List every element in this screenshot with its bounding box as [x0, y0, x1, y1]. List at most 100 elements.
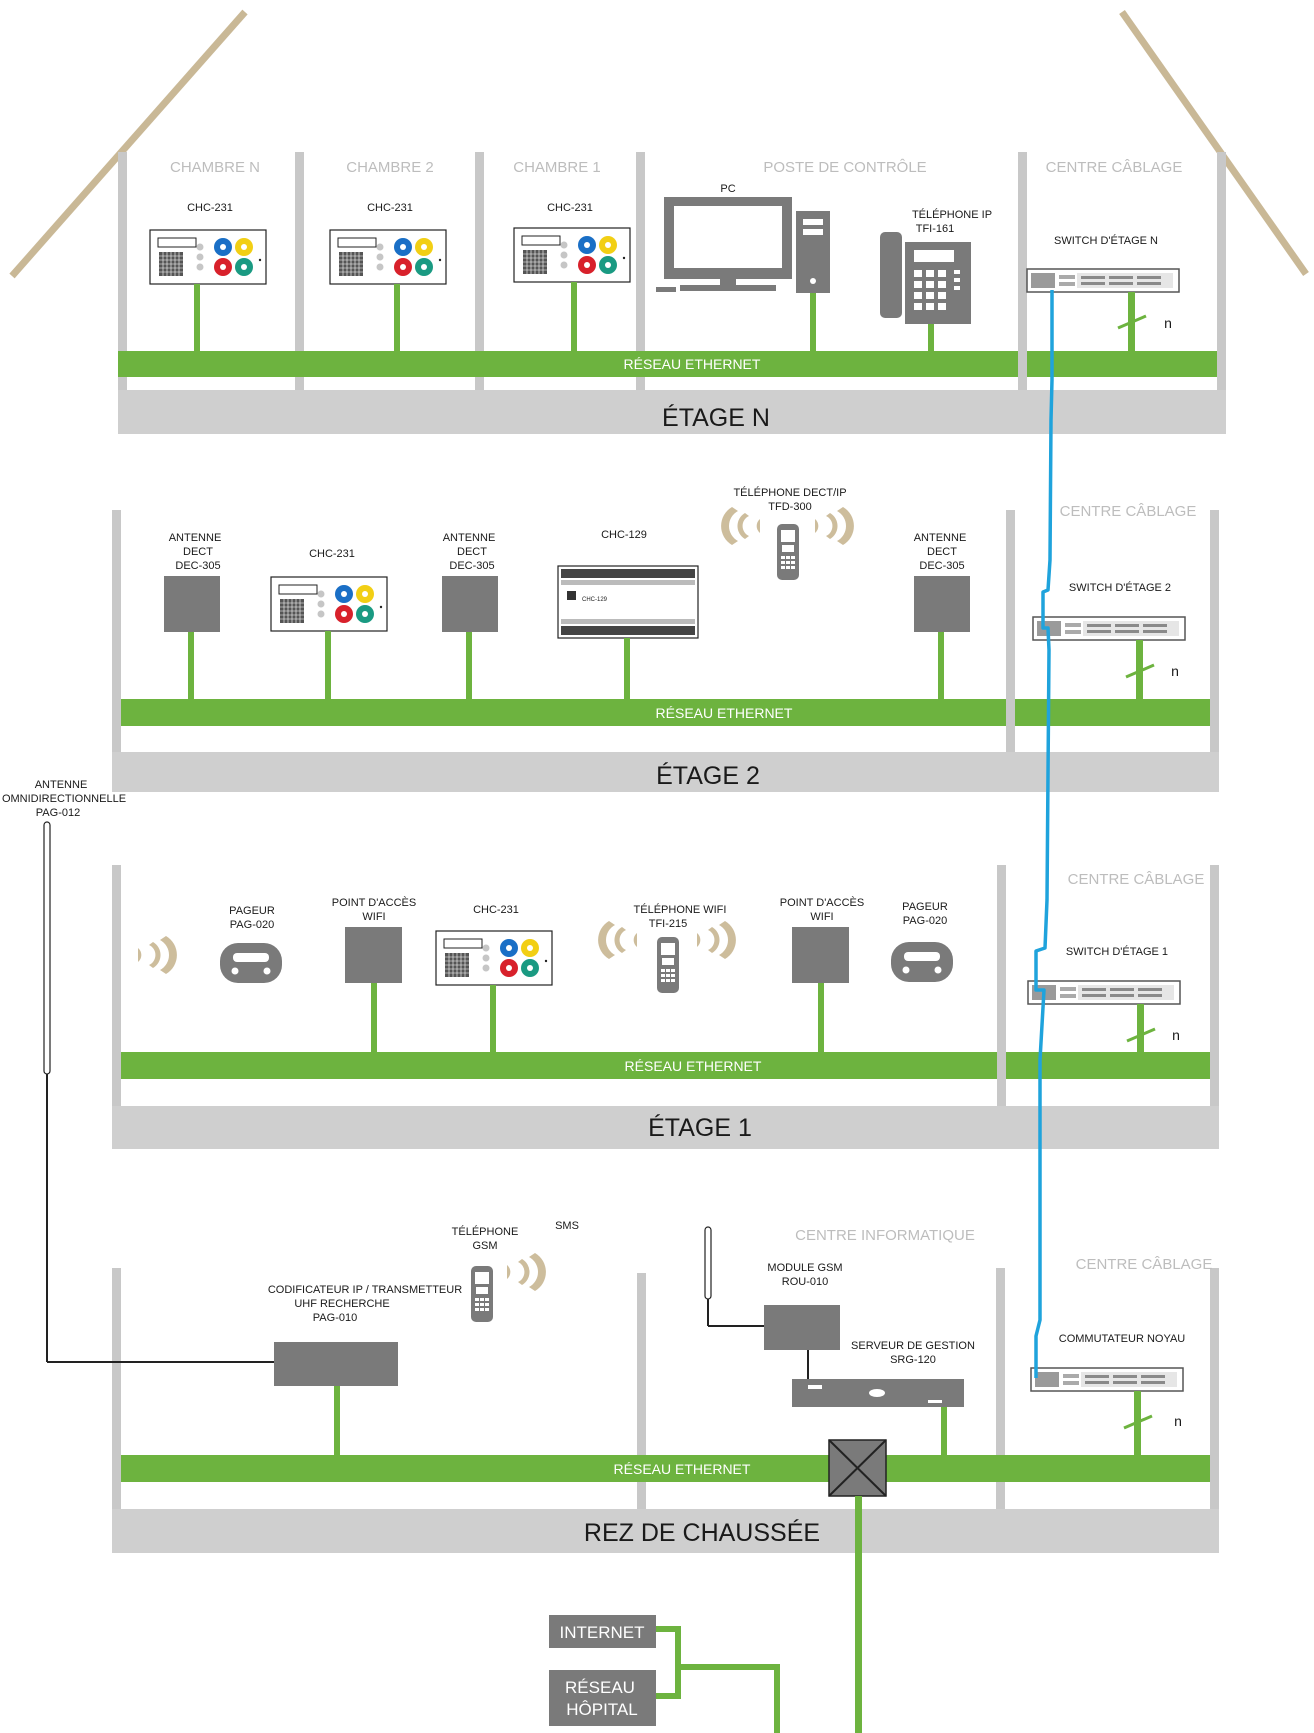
room-label-centre-cablage-2: CENTRE CÂBLAGE — [1060, 503, 1197, 520]
ethernet-label-2: RÉSEAU ETHERNET — [656, 705, 793, 721]
dect-phone-icon — [777, 524, 799, 580]
room-label-centre-informatique: CENTRE INFORMATIQUE — [795, 1227, 975, 1244]
pager-label: PAGEUR — [229, 905, 275, 917]
core-switch-label: COMMUTATEUR NOYAU — [1059, 1333, 1186, 1345]
dect-phone-model: TFD-300 — [768, 501, 811, 513]
switch-port-count: n — [1174, 1413, 1182, 1429]
pager-model: PAG-020 — [230, 919, 274, 931]
pc-label: PC — [720, 183, 735, 195]
encoder-label: CODIFICATEUR IP / TRANSMETTEUR — [268, 1284, 462, 1296]
antenne-dect-label: ANTENNE — [169, 532, 222, 544]
antenne-dect-device — [164, 576, 220, 632]
switch-port-count: n — [1171, 663, 1179, 679]
antenne-dect-label: DECT — [927, 546, 957, 558]
gsm-phone-icon — [471, 1266, 493, 1322]
antenne-dect-label: DECT — [183, 546, 213, 558]
gsm-module-model: ROU-010 — [782, 1276, 828, 1288]
antenne-dect-device — [914, 576, 970, 632]
chc231-label: CHC-231 — [547, 202, 593, 214]
server-label: SERVEUR DE GESTION — [851, 1340, 975, 1352]
switch-n-label: SWITCH D'ÉTAGE N — [1054, 234, 1158, 247]
wireless-waves-icon — [721, 507, 760, 545]
pc-tower-icon — [796, 211, 830, 293]
ethernet-bar-n — [118, 351, 1018, 377]
room-label-centre-cablage-n: CENTRE CÂBLAGE — [1046, 159, 1183, 176]
antenne-dect-model: DEC-305 — [919, 560, 964, 572]
switch-port-count: n — [1172, 1027, 1180, 1043]
chc231-device — [270, 576, 388, 632]
gsm-phone-label: GSM — [472, 1240, 497, 1252]
gsm-module-label: MODULE GSM — [767, 1262, 842, 1274]
ethernet-bar-ground — [121, 1455, 1210, 1482]
room-label-centre-cablage-1: CENTRE CÂBLAGE — [1068, 871, 1205, 888]
switch-port-count: n — [1164, 315, 1172, 331]
wifi-ap-label: WIFI — [362, 911, 385, 923]
switch-n-device — [1026, 268, 1180, 293]
wireless-waves-icon — [815, 507, 854, 545]
room-label-chambre-2: CHAMBRE 2 — [346, 159, 434, 176]
hospital-network-label: HÔPITAL — [566, 1700, 637, 1719]
core-switch-device — [1030, 1367, 1184, 1392]
floor-2: CENTRE CÂBLAGE ANTENNE DECT DEC-305 CHC-… — [112, 486, 1219, 792]
dect-phone-label: TÉLÉPHONE DECT/IP — [733, 486, 846, 499]
encoder-label: UHF RECHERCHE — [294, 1298, 389, 1310]
server-model: SRG-120 — [890, 1354, 936, 1366]
switch-1-label: SWITCH D'ÉTAGE 1 — [1066, 945, 1168, 958]
omni-antenna-label: ANTENNE — [35, 779, 88, 791]
omni-antenna-icon — [43, 821, 274, 1363]
pager-icon — [220, 943, 282, 983]
encoder-model: PAG-010 — [313, 1312, 357, 1324]
ethernet-label-n: RÉSEAU ETHERNET — [624, 356, 761, 372]
antenne-dect-label: ANTENNE — [914, 532, 967, 544]
wifi-ap-label: POINT D'ACCÈS — [780, 896, 864, 909]
floor-ground: CENTRE INFORMATIQUE CENTRE CÂBLAGE ANTEN… — [2, 779, 1219, 1553]
gsm-module-device — [764, 1305, 840, 1350]
chc231-device — [435, 930, 553, 986]
omni-antenna-label: OMNIDIRECTIONNELLE — [2, 793, 126, 805]
chc129-label: CHC-129 — [601, 529, 647, 541]
chc231-label: CHC-231 — [187, 202, 233, 214]
wifi-ap-device — [792, 927, 849, 983]
server-device — [792, 1379, 964, 1407]
switch-2-label: SWITCH D'ÉTAGE 2 — [1069, 581, 1171, 594]
wireless-waves-icon — [138, 936, 177, 974]
uplink-cable — [1034, 290, 1054, 1378]
gsm-phone-label: TÉLÉPHONE — [452, 1225, 519, 1238]
ethernet-bar-1 — [121, 1052, 997, 1079]
room-label-chambre-n: CHAMBRE N — [170, 159, 260, 176]
internet-label: INTERNET — [560, 1623, 645, 1642]
chc231-device — [513, 227, 631, 283]
pager-model: PAG-020 — [903, 915, 947, 927]
wireless-waves-icon — [598, 921, 637, 959]
switch-2-device — [1032, 616, 1186, 641]
roof-right — [1119, 9, 1309, 277]
ip-phone-icon — [880, 232, 971, 324]
floor-1: CENTRE CÂBLAGE PAGEUR PAG-020 POINT D'AC… — [112, 865, 1219, 1149]
external-networks: INTERNET RÉSEAU HÔPITAL — [549, 1496, 862, 1733]
room-label-poste-controle: POSTE DE CONTRÔLE — [763, 159, 926, 176]
sms-label: SMS — [555, 1220, 579, 1232]
chc231-label: CHC-231 — [473, 904, 519, 916]
hospital-network-label: RÉSEAU — [565, 1678, 635, 1697]
chc231-label: CHC-231 — [367, 202, 413, 214]
switch-1-device — [1027, 980, 1181, 1005]
ethernet-label-1: RÉSEAU ETHERNET — [625, 1058, 762, 1074]
antenne-dect-device — [442, 576, 498, 632]
ethernet-label-ground: RÉSEAU ETHERNET — [614, 1461, 751, 1477]
antenne-dect-label: DECT — [457, 546, 487, 558]
router-icon — [828, 1439, 887, 1497]
floor-label-ground: REZ DE CHAUSSÉE — [584, 1518, 820, 1547]
hospital-network-box — [549, 1670, 656, 1726]
omni-antenna-model: PAG-012 — [36, 807, 80, 819]
wireless-waves-icon — [697, 921, 736, 959]
pc-monitor-icon — [656, 197, 792, 292]
wifi-ap-label: WIFI — [810, 911, 833, 923]
wifi-phone-icon — [657, 937, 679, 993]
room-label-chambre-1: CHAMBRE 1 — [513, 159, 601, 176]
pager-icon — [891, 942, 953, 982]
encoder-device — [274, 1342, 398, 1386]
chc231-label: CHC-231 — [309, 548, 355, 560]
wifi-phone-model: TFI-215 — [649, 918, 688, 930]
chc129-device: CHC-129 — [557, 565, 699, 639]
